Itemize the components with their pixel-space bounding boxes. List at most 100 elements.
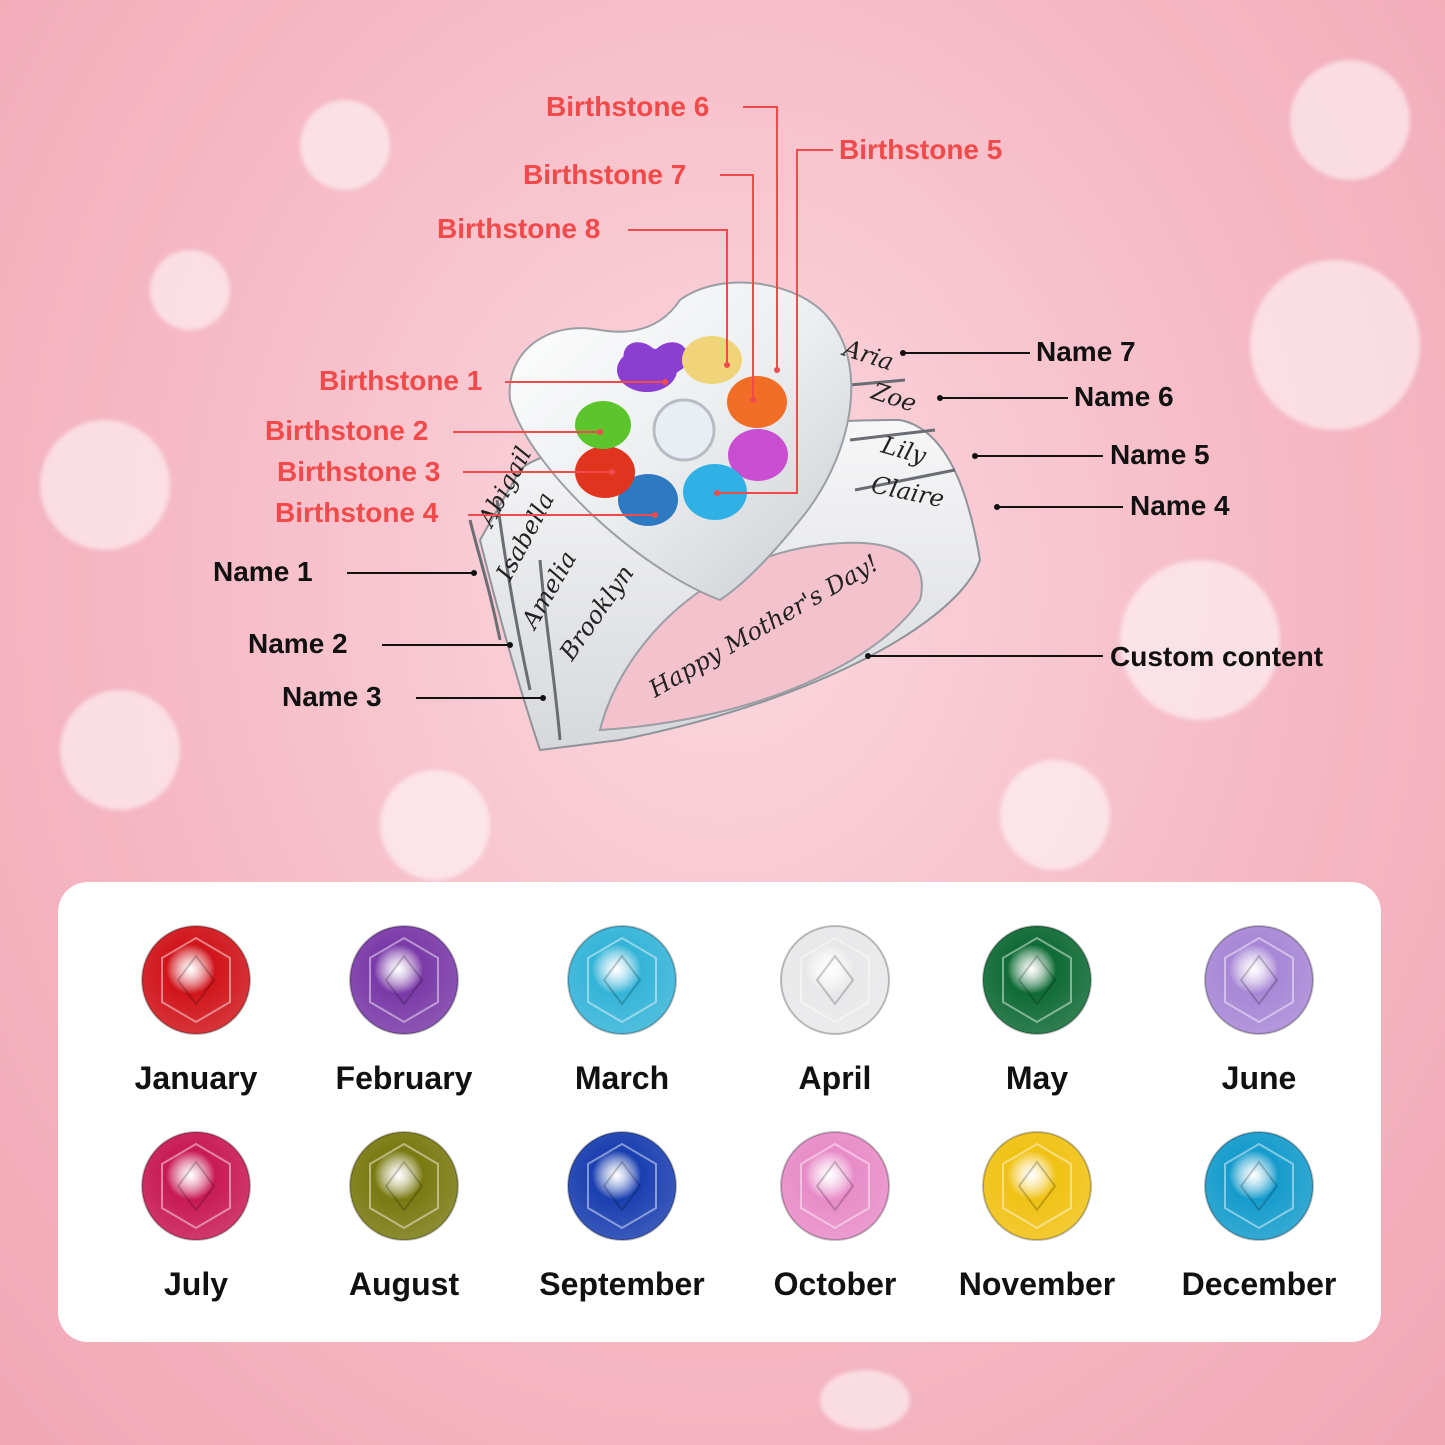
leader-dot	[662, 379, 668, 385]
stone-yellow	[682, 336, 742, 384]
birthstone-october: October	[730, 1130, 940, 1303]
label-name-2: Name 2	[248, 628, 348, 659]
birthstone-march: March	[517, 924, 727, 1097]
stone-pink	[728, 429, 788, 481]
month-label: July	[163, 1266, 229, 1302]
leader-dot	[750, 397, 756, 403]
label-name-5: Name 5	[1110, 439, 1210, 470]
label-birthstone-5: Birthstone 5	[839, 134, 1003, 165]
month-label: May	[1005, 1060, 1069, 1096]
month-label: June	[1221, 1060, 1297, 1096]
birthstone-december: December	[1154, 1130, 1364, 1303]
label-name-7: Name 7	[1036, 336, 1136, 367]
stone-orange	[727, 376, 787, 428]
birthstone-august: August	[299, 1130, 509, 1303]
ring-illustration: Abigail Isabella Amelia Brooklyn Aria Zo…	[347, 106, 1123, 752]
leader-dot	[714, 490, 720, 496]
label-birthstone-7: Birthstone 7	[523, 159, 687, 190]
stone-green	[575, 401, 631, 449]
leader-birthstone-8	[628, 229, 728, 365]
birthstone-january: January	[91, 924, 301, 1097]
month-label: September	[539, 1266, 705, 1302]
bokeh-light	[1250, 260, 1420, 430]
bokeh-light	[60, 690, 180, 810]
bokeh-light	[380, 770, 490, 880]
leader-dot	[972, 453, 978, 459]
label-name-3: Name 3	[282, 681, 382, 712]
band-groove	[854, 468, 956, 492]
gem-icon	[141, 925, 251, 1035]
label-birthstone-6: Birthstone 6	[546, 91, 710, 122]
ring-diagram: Abigail Isabella Amelia Brooklyn Aria Zo…	[213, 91, 1324, 752]
birthstone-cluster	[575, 336, 788, 526]
leader-dot	[774, 367, 780, 373]
band-groove	[495, 499, 532, 691]
month-label: February	[335, 1060, 473, 1096]
engraving-right-2: Zoe	[867, 377, 920, 418]
stone-purple	[617, 348, 677, 392]
gem-icon	[982, 925, 1092, 1035]
leader-dot	[507, 642, 513, 648]
birthstone-april: April	[730, 924, 940, 1097]
gem-icon	[349, 925, 459, 1035]
leader-dot	[540, 695, 546, 701]
leader-dot	[724, 362, 730, 368]
leader-dot	[609, 469, 615, 475]
birthstone-february: February	[299, 924, 509, 1097]
month-label: November	[958, 1266, 1116, 1302]
gem-icon	[141, 1131, 251, 1241]
stone-center-white	[652, 398, 716, 462]
leader-birthstone-7	[720, 174, 754, 400]
month-label: January	[134, 1060, 258, 1096]
gem-icon	[567, 925, 677, 1035]
birthstone-june: June	[1154, 924, 1364, 1097]
label-custom-content: Custom content	[1110, 641, 1324, 672]
band-groove	[538, 559, 562, 741]
month-label: December	[1181, 1266, 1337, 1302]
band-groove	[468, 519, 502, 641]
bokeh-light	[1290, 60, 1410, 180]
month-label: March	[574, 1060, 670, 1096]
label-name-6: Name 6	[1074, 381, 1174, 412]
gem-icon	[780, 1131, 890, 1241]
label-birthstone-3: Birthstone 3	[277, 456, 441, 487]
label-birthstone-1: Birthstone 1	[319, 365, 483, 396]
month-label: August	[348, 1266, 460, 1302]
bokeh-light	[40, 420, 170, 550]
band-groove	[849, 378, 906, 387]
leader-dot	[652, 512, 658, 518]
label-birthstone-2: Birthstone 2	[265, 415, 429, 446]
month-label: April	[798, 1060, 872, 1096]
label-name-4: Name 4	[1130, 490, 1230, 521]
birthstone-november: November	[932, 1130, 1142, 1303]
gem-icon	[349, 1131, 459, 1241]
gem-icon	[780, 925, 890, 1035]
gem-icon	[567, 1131, 677, 1241]
leader-dot	[937, 395, 943, 401]
leader-dot	[865, 653, 871, 659]
bokeh-light	[300, 100, 390, 190]
leader-birthstone-6	[743, 106, 778, 370]
band-groove	[849, 428, 936, 442]
label-birthstone-4: Birthstone 4	[275, 497, 439, 528]
stone-blue	[618, 474, 678, 526]
gem-icon	[982, 1131, 1092, 1241]
gem-icon	[1204, 925, 1314, 1035]
bokeh-light	[1000, 760, 1110, 870]
leader-dot	[471, 570, 477, 576]
bokeh-light	[150, 250, 230, 330]
leader-birthstone-5	[717, 149, 833, 494]
birthstone-september: September	[517, 1130, 727, 1303]
month-label: October	[773, 1266, 897, 1302]
leader-dot	[597, 429, 603, 435]
birthstone-may: May	[932, 924, 1142, 1097]
gem-icon	[1204, 1131, 1314, 1241]
ring-inner-hole	[598, 541, 923, 732]
label-name-1: Name 1	[213, 556, 313, 587]
bokeh-light	[1120, 560, 1280, 720]
leader-dot	[994, 504, 1000, 510]
label-birthstone-8: Birthstone 8	[437, 213, 601, 244]
bokeh-light	[820, 1370, 910, 1430]
leader-dot	[900, 350, 906, 356]
